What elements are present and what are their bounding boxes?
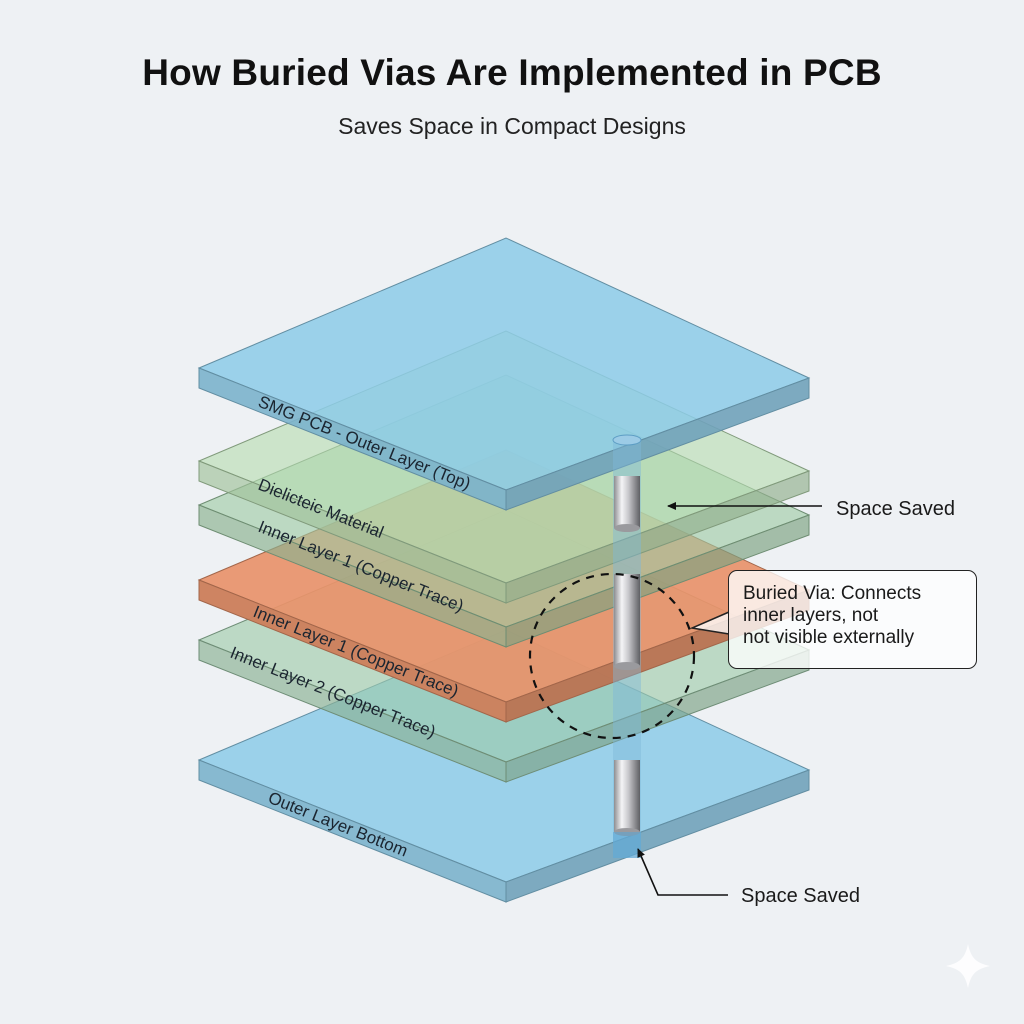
page-title: How Buried Vias Are Implemented in PCB [142,52,882,93]
layer-right-face [505,769,810,903]
via-metal-cap [614,662,640,670]
callout-line: Buried Via: Connects [743,583,922,604]
layer-right-face [505,470,810,604]
sparkle-icon [946,944,990,988]
callout-pointer [689,611,730,635]
buried-via-pillar [612,434,642,858]
page-subtitle: Saves Space in Compact Designs [338,113,686,139]
space-saved-bottom-label: Space Saved [741,885,860,907]
layer-right-face [505,514,810,648]
callout-line: not visible externally [743,627,915,648]
layer-right-face [505,377,810,511]
space-saved-top-label: Space Saved [836,498,955,520]
via-metal-segment [614,574,640,666]
layer-right-face [505,649,810,783]
via-metal-cap [614,524,640,532]
via-bottom-pad [613,832,641,858]
via-top-cap [612,434,642,446]
via-metal-segment [614,476,640,528]
buried-via-callout: Buried Via: Connects inner layers, not n… [728,570,977,669]
callout-line: inner layers, not [743,605,879,626]
buried-via-highlight-circle [528,572,696,740]
via-metal-segment [614,760,640,832]
space-saved-bottom-arrow [637,848,728,896]
